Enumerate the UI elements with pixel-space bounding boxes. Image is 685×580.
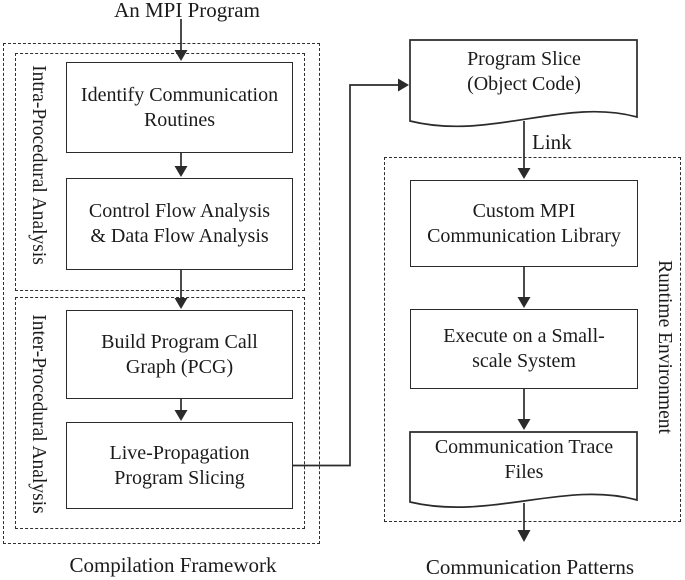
node-text-line: Control Flow Analysis: [88, 200, 271, 222]
node-text-line: & Data Flow Analysis: [90, 225, 269, 247]
document-program-slice: Program Slice (Object Code): [410, 47, 638, 97]
label-intra-procedural-analysis: Intra-Procedural Analysis: [28, 65, 49, 265]
node-text-line: Identify Communication: [80, 83, 279, 106]
node-text-line: Communication Trace: [434, 436, 614, 458]
node-text-line: Communication Library: [427, 224, 621, 247]
top-label-an-mpi-program: An MPI Program: [114, 0, 260, 22]
node-identify-communication-routines: Identify Communication Routines: [66, 62, 293, 153]
node-text-line: (Object Code): [467, 73, 581, 95]
node-text-line: Execute on a Small-: [443, 325, 605, 347]
node-text-line: Live-Propagation: [109, 441, 250, 464]
arrowhead: [398, 78, 409, 92]
caption-communication-patterns: Communication Patterns: [425, 555, 635, 579]
link-label: Link: [532, 130, 572, 154]
caption-compilation-framework: Compilation Framework: [69, 553, 277, 577]
node-live-propagation-program-slicing: Live-Propagation Program Slicing: [66, 422, 293, 509]
node-text-line: Routines: [143, 108, 216, 131]
node-text-line: Program Slice: [467, 48, 581, 70]
node-text-line: Build Program Call: [101, 330, 258, 353]
node-build-program-call-graph: Build Program Call Graph (PCG): [66, 310, 293, 399]
node-execute-small-scale-system: Execute on a Small- scale System: [410, 309, 638, 389]
arrowhead: [517, 530, 531, 542]
node-text-line: scale System: [472, 350, 576, 372]
label-inter-procedural-analysis: Inter-Procedural Analysis: [28, 314, 49, 514]
node-control-data-flow-analysis: Control Flow Analysis & Data Flow Analys…: [66, 178, 293, 270]
node-text-line: Custom MPI: [472, 199, 576, 222]
document-communication-trace-files: Communication Trace Files: [410, 435, 638, 485]
label-runtime-environment: Runtime Environment: [654, 260, 675, 434]
node-text-line: Files: [504, 461, 544, 483]
node-custom-mpi-communication-library: Custom MPI Communication Library: [410, 180, 638, 267]
node-text-line: Graph (PCG): [125, 355, 234, 378]
node-text-line: Program Slicing: [114, 466, 245, 489]
